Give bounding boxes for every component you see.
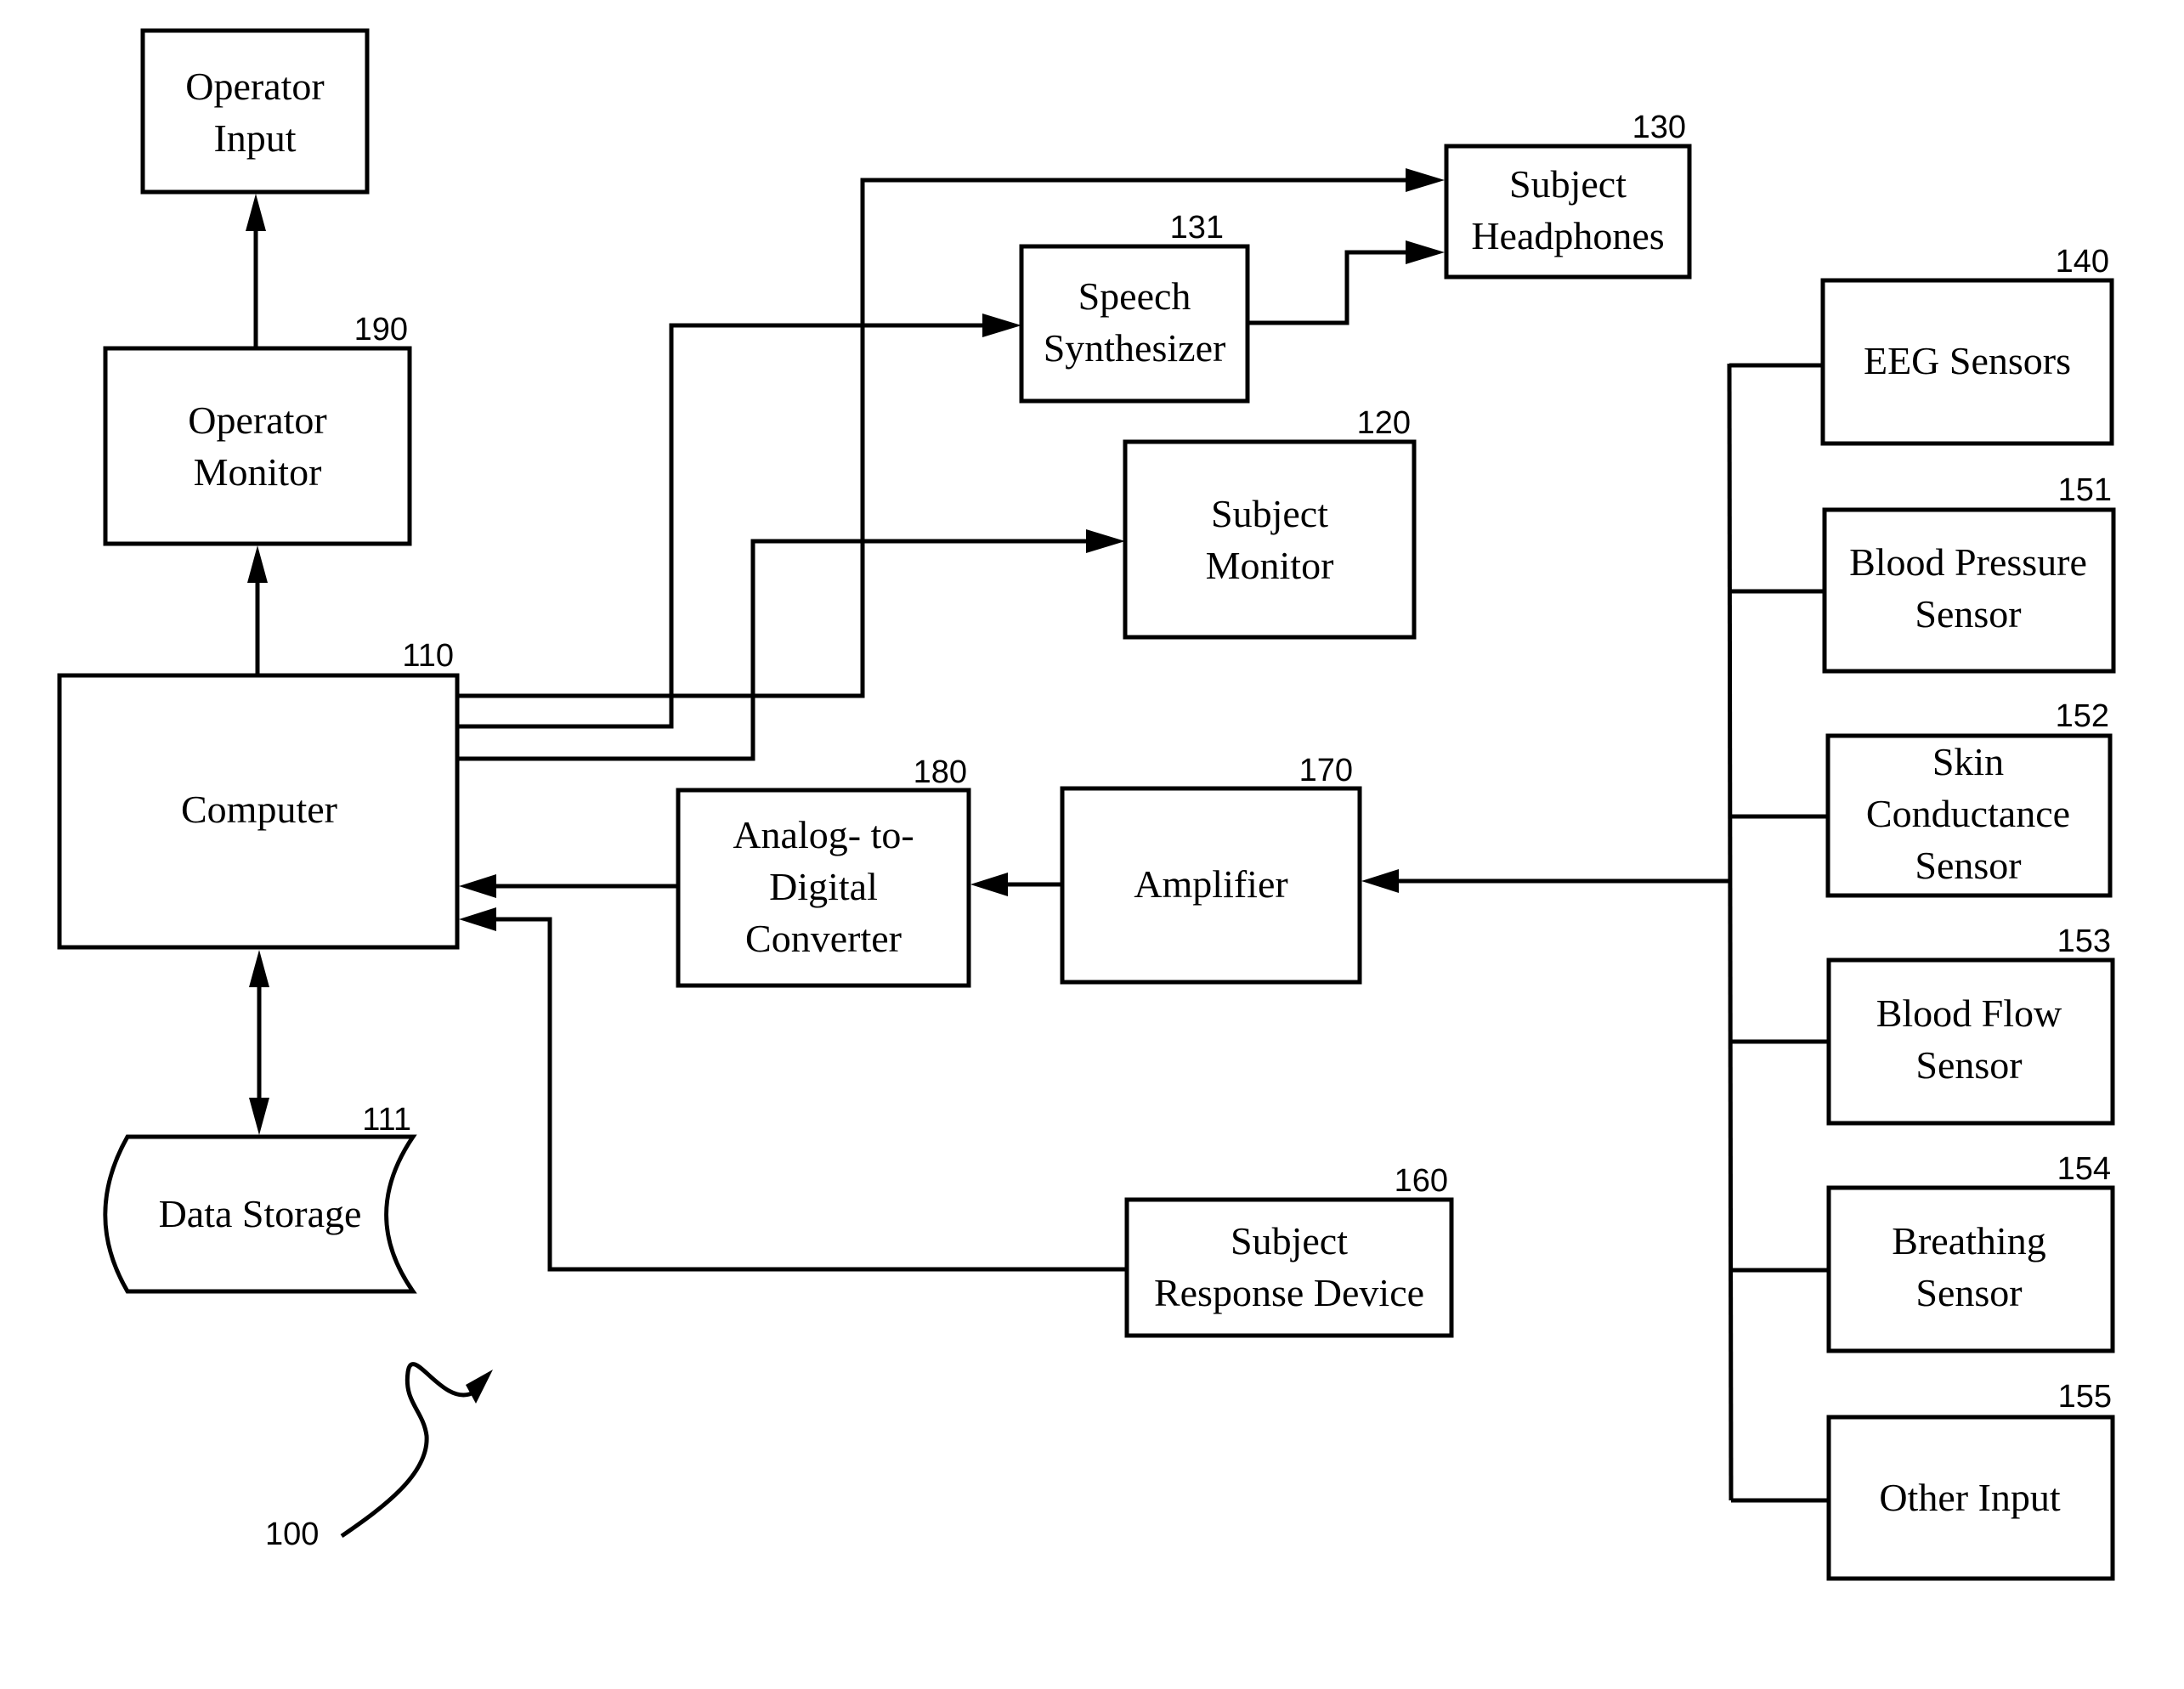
arrowhead-right-headphones-top (1406, 168, 1445, 192)
other-input-ref: 155 (2058, 1379, 2112, 1415)
figure-reference-arrowhead (466, 1370, 493, 1404)
speech-synthesizer-block[interactable]: 131 Speech Synthesizer (1021, 210, 1248, 401)
subject-response-device-ref: 160 (1395, 1163, 1448, 1199)
subject-monitor-label: Subject (1211, 492, 1328, 535)
eeg-sensors-block[interactable]: 140 EEG Sensors (1823, 244, 2112, 443)
operator-monitor-label: Operator (188, 398, 326, 442)
blood-flow-sensor-label: Blood Flow (1876, 991, 2062, 1035)
subject-response-device-label: Subject (1231, 1219, 1348, 1263)
subject-monitor-label-2: Monitor (1206, 544, 1334, 587)
breathing-sensor-ref: 154 (2057, 1151, 2111, 1187)
blood-pressure-sensor-label: Blood Pressure (1849, 540, 2087, 584)
subject-headphones-block[interactable]: 130 Subject Headphones (1446, 110, 1689, 277)
operator-input-label: Operator (185, 65, 324, 108)
operator-monitor-label-2: Monitor (194, 450, 322, 494)
subject-response-device-block[interactable]: 160 Subject Response Device (1127, 1163, 1451, 1336)
figure-reference: 100 (265, 1364, 493, 1552)
computer-ref: 110 (402, 638, 454, 674)
data-storage-label: Data Storage (159, 1192, 362, 1235)
blood-pressure-sensor-ref: 151 (2058, 472, 2112, 508)
subject-response-device-label-2: Response Device (1154, 1271, 1424, 1314)
amplifier-ref: 170 (1299, 753, 1353, 788)
sensor-bus (1729, 364, 1731, 1500)
operator-input-label-2: Input (213, 116, 296, 160)
skin-conductance-sensor-label-2: Conductance (1866, 792, 2070, 835)
eeg-sensors-ref: 140 (2056, 244, 2109, 280)
skin-conductance-sensor-ref: 152 (2056, 698, 2109, 734)
blood-pressure-sensor-label-2: Sensor (1915, 592, 2021, 635)
wire-computer-to-speech-synthesizer (457, 325, 982, 726)
arrowhead-up-operator-monitor (247, 545, 268, 583)
breathing-sensor-block[interactable]: 154 Breathing Sensor (1829, 1151, 2113, 1351)
computer-block[interactable]: 110 Computer (59, 638, 457, 947)
amplifier-block[interactable]: 170 Amplifier (1062, 753, 1360, 982)
subject-headphones-label-2: Headphones (1471, 214, 1664, 257)
eeg-sensors-label: EEG Sensors (1864, 339, 2071, 382)
skin-conductance-sensor-block[interactable]: 152 Skin Conductance Sensor (1828, 698, 2110, 895)
adc-block[interactable]: 180 Analog- to- Digital Converter (678, 754, 969, 986)
arrowhead-right-speech-synthesizer (982, 314, 1021, 337)
skin-conductance-sensor-label: Skin (1932, 740, 2004, 783)
breathing-sensor-label: Breathing (1892, 1219, 2045, 1263)
breathing-sensor-label-2: Sensor (1915, 1271, 2022, 1314)
blood-flow-sensor-ref: 153 (2057, 924, 2111, 959)
arrowhead-left-adc (970, 873, 1008, 896)
adc-ref: 180 (914, 754, 967, 790)
subject-headphones-ref: 130 (1632, 110, 1686, 145)
operator-monitor-block[interactable]: 190 Operator Monitor (105, 312, 410, 544)
subject-monitor-ref: 120 (1357, 405, 1411, 441)
amplifier-label: Amplifier (1134, 862, 1287, 906)
arrowhead-right-subject-monitor (1086, 529, 1125, 553)
wire-speech-synthesizer-to-headphones (1248, 252, 1406, 323)
computer-label: Computer (181, 788, 337, 831)
speech-synthesizer-ref: 131 (1170, 210, 1224, 246)
skin-conductance-sensor-label-3: Sensor (1915, 844, 2021, 887)
arrowhead-down-data-storage (249, 1098, 269, 1135)
subject-monitor-block[interactable]: 120 Subject Monitor (1125, 405, 1414, 637)
operator-monitor-ref: 190 (354, 312, 408, 347)
figure-reference-arrow-curve (342, 1364, 472, 1536)
arrowhead-up-operator-input (246, 194, 266, 231)
adc-label-3: Converter (745, 917, 902, 960)
arrowhead-up-computer (249, 950, 269, 987)
blood-pressure-sensor-block[interactable]: 151 Blood Pressure Sensor (1825, 472, 2113, 671)
arrowhead-left-computer-response (459, 907, 496, 931)
arrowhead-right-headphones-bottom (1406, 240, 1445, 264)
data-storage-ref: 111 (362, 1102, 411, 1138)
blood-flow-sensor-label-2: Sensor (1915, 1043, 2022, 1087)
adc-label: Analog- to- (733, 813, 914, 856)
operator-input-block[interactable]: Operator Input (143, 31, 367, 192)
speech-synthesizer-label-2: Synthesizer (1044, 326, 1226, 370)
arrowhead-left-amplifier (1361, 869, 1399, 893)
adc-label-2: Digital (769, 865, 878, 908)
other-input-block[interactable]: 155 Other Input (1829, 1379, 2113, 1579)
speech-synthesizer-label: Speech (1078, 274, 1191, 318)
other-input-label: Other Input (1879, 1476, 2061, 1519)
figure-reference-numeral: 100 (265, 1517, 319, 1552)
blood-flow-sensor-block[interactable]: 153 Blood Flow Sensor (1829, 924, 2113, 1123)
subject-headphones-label: Subject (1509, 162, 1627, 206)
arrowhead-left-computer-adc (459, 874, 496, 898)
